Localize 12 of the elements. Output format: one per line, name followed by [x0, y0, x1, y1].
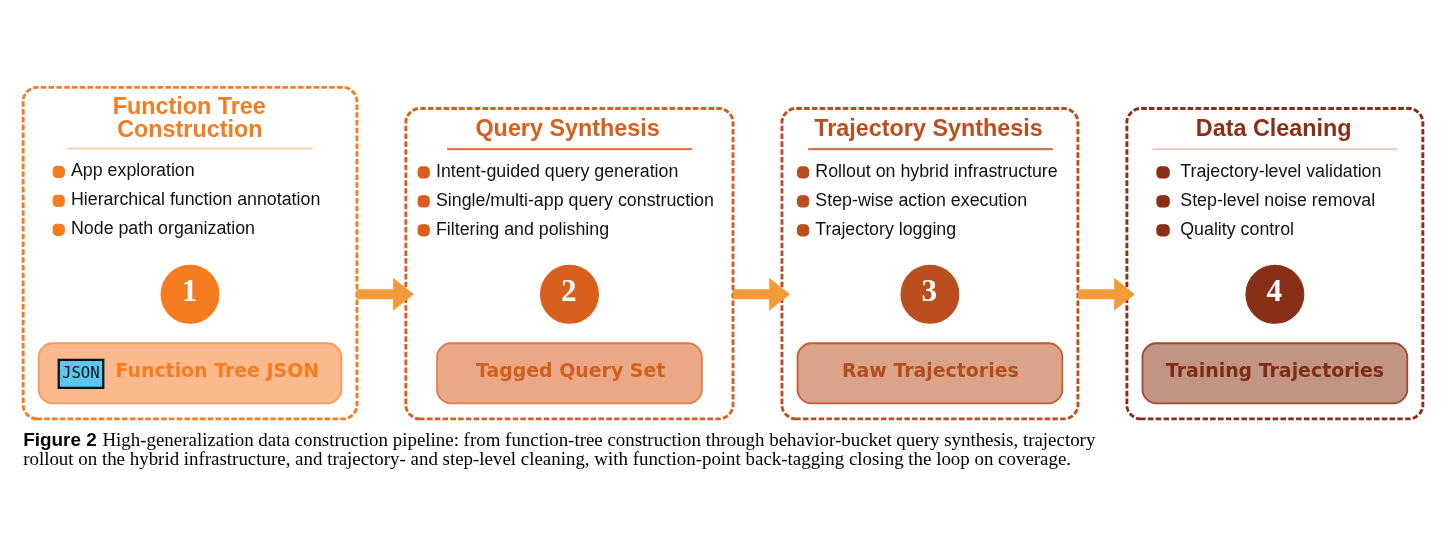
arrow: [732, 277, 790, 311]
arrow: [356, 277, 414, 311]
node-circle: 4: [1244, 264, 1304, 324]
node-circle: 3: [899, 264, 959, 324]
node-box: Raw Trajectories: [796, 342, 1063, 405]
node-box: JSON Function Tree JSON: [37, 342, 342, 405]
caption: Figure 2 High-generalization data construction pipeline: from function-tree construction through behavior-bucket query synthesis, trajectory rollout on the hybrid infrastructure, and trajectory- and step-level cleaning, with function-point back-tagging closing the loop on coverage.: [22, 429, 1095, 470]
arrow: [1077, 277, 1135, 311]
node-box: Tagged Query Set: [435, 342, 703, 405]
node-circle: 1: [160, 264, 220, 324]
node-box: Training Trajectories: [1141, 342, 1408, 405]
node-circle: 2: [539, 264, 599, 324]
